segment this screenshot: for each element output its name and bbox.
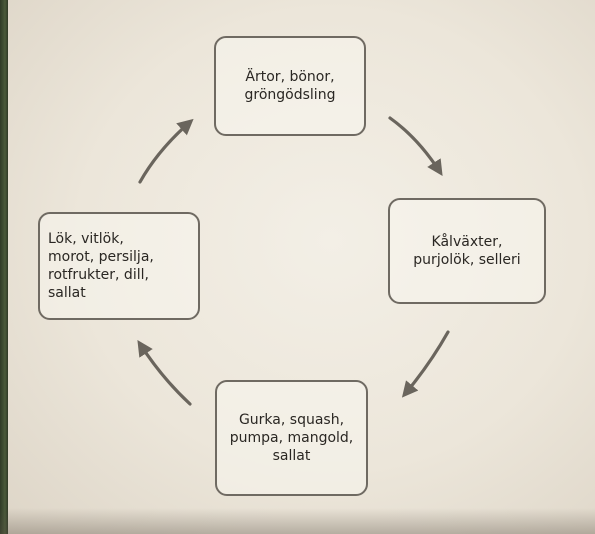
node-brassicas: Kålväxter, purjolök, selleri bbox=[388, 198, 546, 304]
node-peas-beans: Ärtor, bönor, gröngödsling bbox=[214, 36, 366, 136]
node-cucurbits: Gurka, squash, pumpa, mangold, sallat bbox=[215, 380, 368, 496]
node-roots-onions: Lök, vitlök, morot, persilja, rotfrukter… bbox=[38, 212, 200, 320]
paper-shadow bbox=[0, 508, 595, 534]
